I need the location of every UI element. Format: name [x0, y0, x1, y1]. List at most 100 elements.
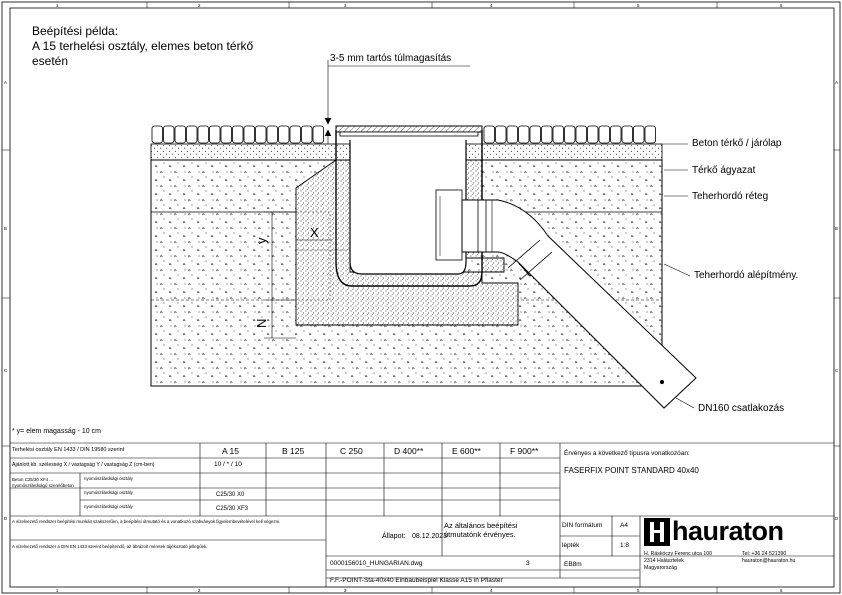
grid-row-a: A	[4, 80, 7, 85]
company-addr-1: H. Ráskóczy Ferenc utca 100	[644, 551, 713, 557]
row-concrete-label: Beton C25/30 XF4 ... nyomószilárdságú sz…	[12, 477, 74, 488]
paver-block	[598, 125, 610, 144]
dim-y-label: y	[254, 237, 269, 244]
grid-col-4: 4	[490, 3, 493, 8]
note-1: A vízelvezető rendszer beépítési munkáit…	[12, 519, 281, 524]
scale-label: lépték	[562, 542, 580, 549]
format-value: A4	[620, 522, 628, 529]
paver-block	[633, 125, 645, 144]
row-dims-value: 10 / * / 10	[214, 461, 242, 468]
paver-block	[151, 125, 163, 144]
grid-row-d: D	[4, 516, 7, 521]
concrete-sub-2: nyomószilárdsági osztály	[84, 490, 133, 495]
grid-col-5: 5	[637, 3, 640, 8]
label-bedding: Térkő ágyazat	[692, 165, 756, 176]
paver-block	[174, 125, 186, 144]
row-class-label: Terhelési osztály EN 1433 / DIN 19580 sz…	[12, 447, 125, 453]
company-addr-3: Magyarország	[644, 565, 677, 571]
grid-col-1: 1	[56, 3, 59, 8]
company-mail: hauraton@hauraton.hu	[742, 558, 796, 564]
notice-line-1: Az általános beépítési	[444, 521, 518, 530]
paver-block	[587, 125, 599, 144]
grid-row-d-right: D	[835, 516, 838, 521]
outlet-pipe	[461, 199, 697, 409]
paver-block	[552, 125, 564, 144]
paver-block	[610, 125, 622, 144]
grid-row-c-right: C	[835, 368, 838, 373]
dimensions	[264, 60, 695, 409]
paver-block	[644, 125, 656, 144]
label-overhang: 3-5 mm tartós túlmagasítás	[330, 53, 452, 64]
sheet-number: 3	[526, 560, 530, 567]
grid-col-1-bottom: 1	[56, 588, 59, 593]
paver-block	[266, 125, 278, 144]
paver-block	[529, 125, 541, 144]
grid-col-4-bottom: 4	[490, 588, 493, 593]
paver-block	[495, 125, 507, 144]
scale-value: 1:8	[620, 542, 630, 549]
grid-row-c: C	[4, 368, 7, 373]
notice-line-2: útmutatónk érvényes.	[444, 530, 516, 539]
inner-frame	[9, 7, 835, 588]
company-tel: Tel: +36 24 521390	[742, 551, 787, 557]
footer-title: F.F.-POINT-Sta-40x40 Einbaubeispiel Klas…	[330, 577, 503, 584]
dim-n-label: N	[254, 319, 269, 328]
title-line-2: A 15 terhelési osztály, elemes beton tér…	[32, 39, 254, 53]
grid-col-6: 6	[780, 3, 783, 8]
paver-block	[243, 125, 255, 144]
state-label: Állapot:	[382, 533, 406, 540]
class-f900: F 900**	[510, 446, 539, 456]
state-date: 08.12.2023	[412, 533, 448, 540]
drawing-title: Beépítési példa: A 15 terhelési osztály,…	[32, 24, 253, 69]
dim-x-label: X	[310, 225, 319, 240]
paver-block	[483, 125, 495, 144]
class-a15: A 15	[222, 446, 240, 456]
class-c250: C 250	[340, 446, 363, 456]
label-outlet: DN160 csatlakozás	[698, 403, 785, 414]
paver-block	[289, 125, 301, 144]
paver-block	[506, 125, 518, 144]
class-b125: B 125	[282, 446, 305, 456]
footnote: * y= elem magasság - 10 cm	[12, 428, 101, 435]
drawing-file: 0000156010_HUNGARIAN.dwg	[330, 560, 423, 567]
concrete-sub-3: nyomószilárdsági osztály	[84, 504, 133, 509]
grid-col-2: 2	[198, 3, 201, 8]
paver-block	[163, 125, 175, 144]
paver-block	[209, 125, 221, 144]
grid-row-b: B	[4, 226, 7, 231]
hauraton-logo-mark	[644, 518, 670, 546]
paver-block	[278, 125, 290, 144]
label-subbase: Teherhordó alépítmény.	[694, 270, 799, 281]
drain-body	[335, 125, 483, 287]
grid-col-2-bottom: 2	[198, 588, 201, 593]
grid-row-a-right: A	[835, 80, 838, 85]
label-base: Teherhordó réteg	[692, 191, 769, 202]
valid-product: FASERFIX POINT STANDARD 40x40	[564, 466, 699, 475]
title-line-1: Beépítési példa:	[32, 24, 119, 38]
valid-heading: Érvényes a következő típusra vonatkozóan…	[564, 450, 690, 457]
paver-row	[151, 125, 656, 144]
grid-col-5-bottom: 5	[637, 588, 640, 593]
paver-block	[255, 125, 267, 144]
note-2: A vízelvezető rendszer a DIN EN 1433 sze…	[12, 544, 208, 549]
paver-block	[541, 125, 553, 144]
paver-block	[186, 125, 198, 144]
paver-block	[312, 125, 324, 144]
paver-block	[232, 125, 244, 144]
row-dims-label: Ajánlott kb. szélesség X / vastagság Y /…	[12, 462, 155, 468]
concrete-value-2: C25/30 XF3	[216, 506, 249, 512]
grid-row-b-right: B	[835, 226, 838, 231]
paver-block	[220, 125, 232, 144]
grid-col-3-bottom: 3	[344, 588, 347, 593]
class-e600: E 600**	[452, 446, 481, 456]
paver-block	[575, 125, 587, 144]
grid-col-3: 3	[344, 3, 347, 8]
brand-name: hauraton	[672, 516, 784, 546]
paver-block	[197, 125, 209, 144]
paver-block	[564, 125, 576, 144]
company-addr-2: 2314 Halásztelek	[644, 558, 684, 564]
title-block	[10, 442, 834, 587]
concrete-value-1: C25/30 X0	[216, 492, 245, 498]
